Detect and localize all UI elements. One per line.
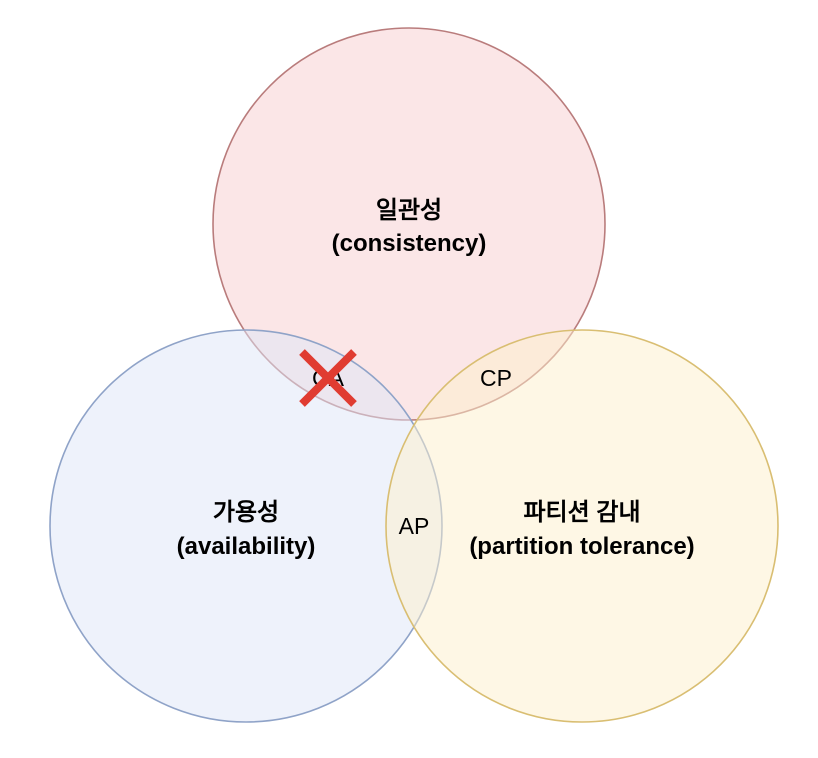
partition-tolerance-title: 파티션 감내: [523, 499, 640, 526]
cp-region-label: CP: [480, 365, 512, 391]
ap-region-label: AP: [399, 513, 430, 539]
partition-tolerance-circle: [385, 329, 779, 723]
availability-title: 가용성: [213, 499, 279, 526]
consistency-subtitle: (consistency): [332, 230, 487, 257]
consistency-title: 일관성: [376, 197, 442, 224]
availability-subtitle: (availability): [177, 533, 316, 560]
partition-tolerance-subtitle: (partition tolerance): [469, 533, 694, 560]
x-stroke-2: [299, 349, 357, 407]
availability-circle: [49, 329, 443, 723]
ca-excluded-x-icon: [299, 349, 357, 407]
